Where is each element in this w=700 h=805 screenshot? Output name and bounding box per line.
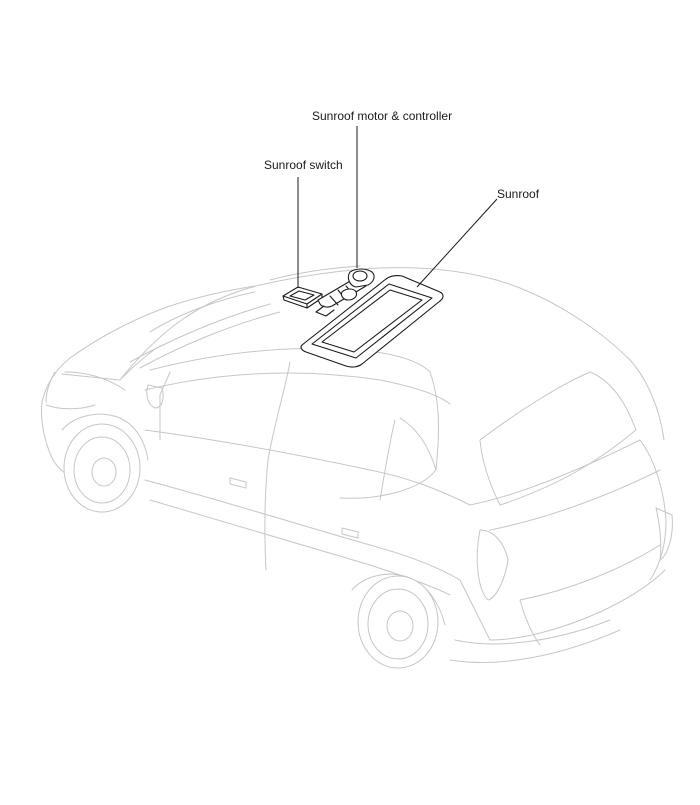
callout-label-motor-controller: Sunroof motor & controller: [312, 109, 453, 123]
callout-label-sunroof-switch: Sunroof switch: [264, 158, 343, 172]
leader-sunroof: [416, 198, 498, 288]
sunroof-glass: [300, 275, 444, 368]
sunroof-motor-controller: [315, 268, 375, 317]
callout-label-sunroof: Sunroof: [497, 187, 540, 201]
vehicle-body: [41, 265, 673, 669]
sunroof-switch: [282, 286, 323, 309]
leader-lines: [297, 126, 498, 288]
